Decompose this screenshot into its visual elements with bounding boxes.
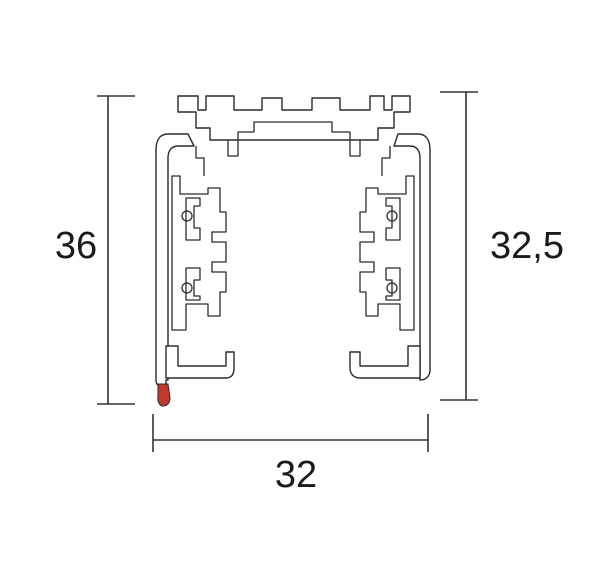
earth-indicator-tip	[157, 383, 171, 407]
top-cap	[177, 95, 411, 141]
right-bottom-lip	[349, 345, 421, 379]
right-wall	[393, 133, 431, 381]
bottom-dim-label: 32	[275, 454, 317, 496]
left-lower-conductor-hole	[181, 282, 193, 294]
left-dim-label: 36	[55, 225, 97, 267]
central-slot	[227, 121, 361, 157]
right-upper-conductor-hole	[386, 210, 398, 222]
right-conductor-inner	[385, 197, 401, 301]
right-dimension: 32,5	[440, 91, 564, 401]
right-inner-guide	[381, 146, 391, 176]
right-dim-label: 32,5	[490, 225, 564, 267]
left-conductor-channel	[171, 175, 227, 331]
left-conductor-inner	[185, 197, 201, 301]
bottom-dimension: 32	[152, 414, 429, 496]
track-profile	[155, 95, 431, 407]
left-inner-guide	[195, 146, 205, 176]
left-dimension: 36	[55, 95, 135, 405]
right-conductor-channel	[359, 175, 415, 331]
left-bottom-lip	[165, 345, 235, 379]
right-lower-conductor-hole	[386, 282, 398, 294]
left-upper-conductor-hole	[181, 210, 193, 222]
